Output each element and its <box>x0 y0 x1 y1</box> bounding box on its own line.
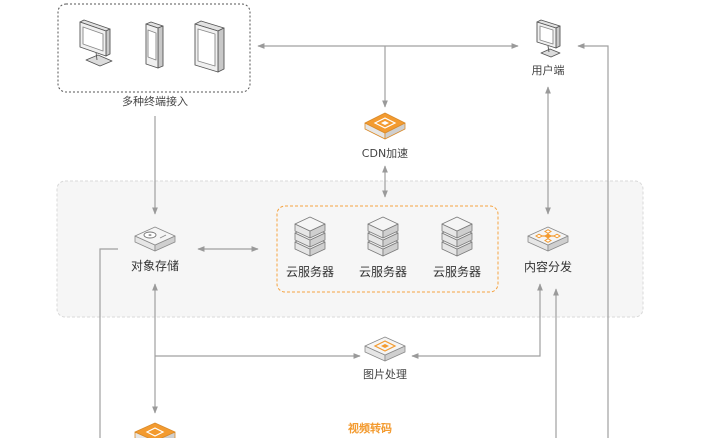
connector-right-return <box>577 43 609 438</box>
server-stack-icon <box>367 216 399 257</box>
phone-icon <box>145 21 164 69</box>
image-processing-icon <box>364 336 406 362</box>
content-distribution-icon <box>527 226 569 252</box>
storage-label: 对象存储 <box>131 258 179 273</box>
distribution-label: 内容分发 <box>524 259 572 274</box>
image-processing-label: 图片处理 <box>363 368 407 381</box>
connector-image-distribution <box>411 283 543 359</box>
server-cluster-group <box>276 205 499 293</box>
connector-left-return <box>99 248 118 438</box>
terminals-label: 多种终端接入 <box>122 94 188 108</box>
monitor-icon <box>536 19 561 58</box>
server-stack-icon <box>294 216 326 257</box>
terminal-group <box>57 3 251 93</box>
tablet-icon <box>194 20 225 73</box>
icon-top-face <box>441 216 473 232</box>
cloud-platform-panel <box>56 180 644 318</box>
icon-top-face <box>294 216 326 232</box>
desktop-icon <box>79 19 113 67</box>
server-label: 云服务器 <box>433 264 481 279</box>
icon-top-face <box>134 422 176 438</box>
partial-bottom-icon <box>134 422 176 438</box>
icon-top-face <box>367 216 399 232</box>
client-label: 用户端 <box>532 63 565 77</box>
video-label: 视频转码 <box>348 421 392 435</box>
server-label: 云服务器 <box>359 264 407 279</box>
object-storage-icon <box>134 226 176 252</box>
server-label: 云服务器 <box>286 264 334 279</box>
cdn-label: CDN加速 <box>362 147 408 160</box>
cdn-icon <box>364 112 406 140</box>
server-stack-icon <box>441 216 473 257</box>
